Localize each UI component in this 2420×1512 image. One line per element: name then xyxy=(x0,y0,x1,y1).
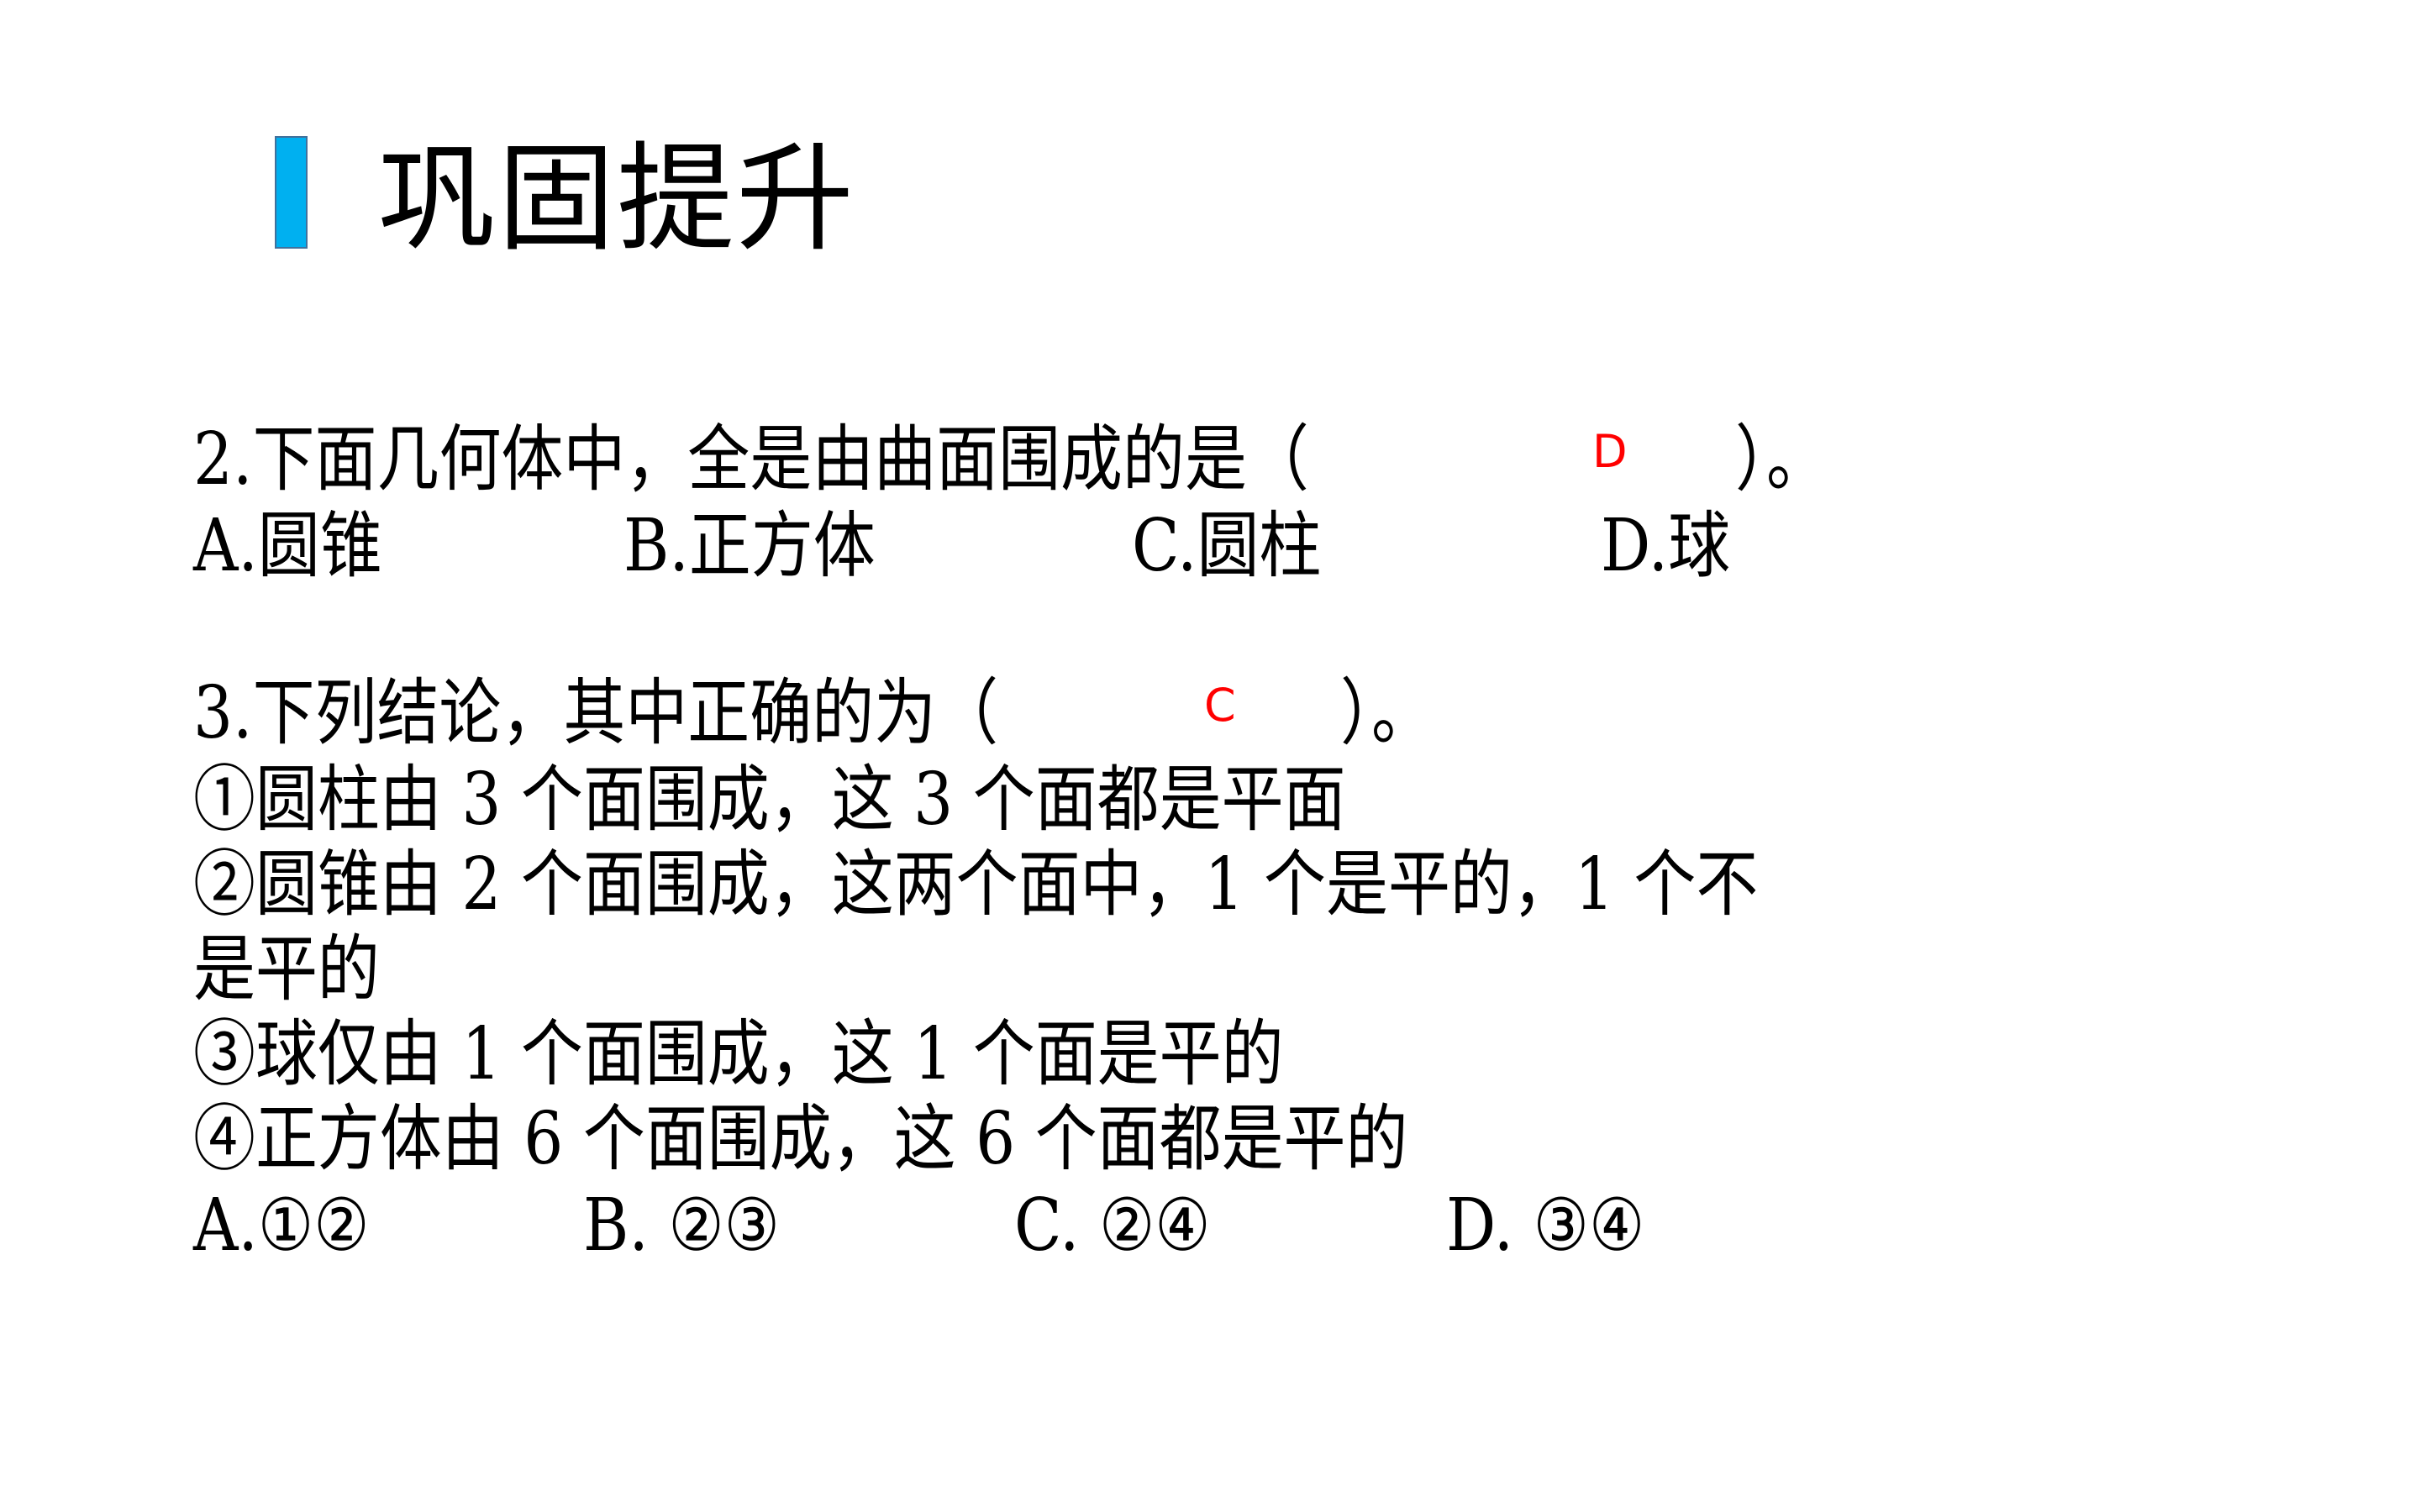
question-2-option-b: B.正方体 xyxy=(623,504,876,588)
question-3-statement-3: ③球仅由 1 个面围成，这 1 个面是平的 xyxy=(193,1012,1284,1096)
question-3-statement-1: ①圆柱由 3 个面围成，这 3 个面都是平面 xyxy=(193,758,1346,842)
question-2-option-d: D.球 xyxy=(1601,504,1731,588)
question-3-statement-2-cont: 是平的 xyxy=(193,927,380,1011)
question-3-stem-close: ）。 xyxy=(1340,671,1434,755)
question-2-stem: 2.下面几何体中，全是由曲面围成的是（ xyxy=(193,417,1309,501)
section-accent-bar xyxy=(275,136,308,249)
section-title: 巩固提升 xyxy=(378,131,856,268)
question-2-stem-text: 2.下面几何体中，全是由曲面围成的是（ xyxy=(193,417,1309,501)
question-3-option-a: A.①② xyxy=(193,1184,370,1268)
question-3-stem: 3.下列结论，其中正确的为（ xyxy=(193,671,998,755)
question-2-stem-close: ）。 xyxy=(1735,417,1828,501)
question-3-stem-text: 3.下列结论，其中正确的为（ xyxy=(193,671,999,755)
question-3-option-d: D. ③④ xyxy=(1446,1184,1645,1268)
question-2-answer: D xyxy=(1592,425,1628,478)
question-2-option-a: A.圆锥 xyxy=(193,504,382,588)
question-3-statement-4: ④正方体由 6 个面围成，这 6 个面都是平的 xyxy=(193,1097,1408,1181)
question-3-option-c: C. ②④ xyxy=(1014,1184,1211,1268)
question-3-answer: C xyxy=(1204,679,1236,732)
question-3-option-b: B. ②③ xyxy=(583,1184,780,1268)
question-2-option-c: C.圆柱 xyxy=(1132,504,1322,588)
question-3-statement-2: ②圆锥由 2 个面围成，这两个面中，1 个是平的，1 个不 xyxy=(193,843,1759,927)
